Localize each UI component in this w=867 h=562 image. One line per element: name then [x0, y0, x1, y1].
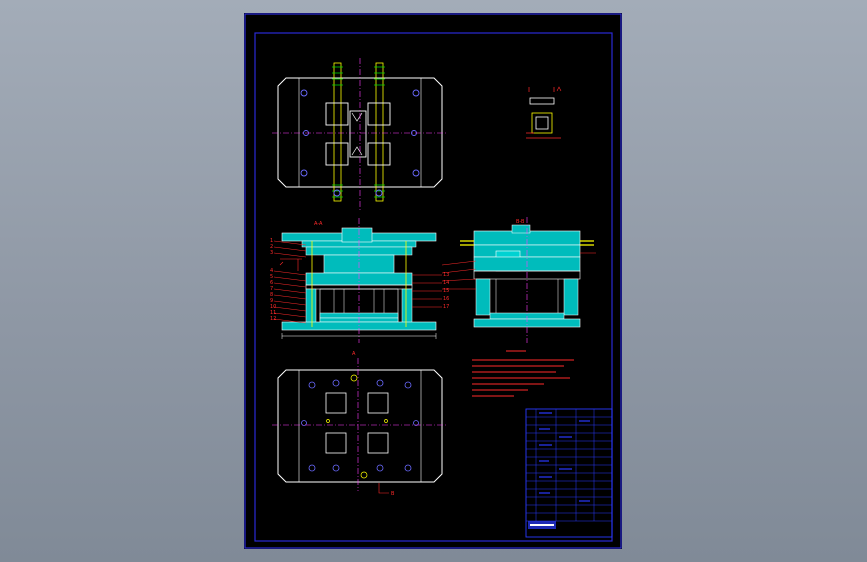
section-a-label: A-A	[314, 221, 323, 227]
part-number-mark: 2	[270, 244, 273, 250]
part-number-mark: 4	[270, 268, 273, 274]
part-number-mark: 10	[270, 304, 276, 310]
part-number-mark: 8	[270, 292, 273, 298]
part-number-mark: 3	[270, 250, 273, 256]
part-number-mark: 16	[443, 296, 449, 302]
section-a-a: A-A	[273, 218, 442, 343]
bottom-view: A B	[272, 351, 448, 497]
section-b-label: B-B	[516, 219, 525, 225]
part-number-mark: 14	[443, 280, 449, 286]
drawing-sheet: A-A B-B	[244, 13, 622, 549]
top-view	[272, 58, 448, 211]
inner-border	[254, 32, 613, 542]
part-number-mark: 17	[443, 304, 449, 310]
part-number-mark: 1	[270, 238, 273, 244]
part-number-mark: 5	[270, 274, 273, 280]
section-b-b: B-B	[441, 217, 596, 343]
cad-drawing: A-A B-B	[244, 13, 622, 549]
view-a-mark: A	[352, 351, 356, 357]
part-number-mark: 11	[270, 310, 276, 316]
outer-border	[244, 13, 622, 549]
detail-view	[526, 86, 562, 139]
title-block	[525, 408, 613, 538]
part-number-mark: 12	[270, 316, 276, 322]
part-number-mark: 15	[443, 288, 449, 294]
part-number-mark: 7	[270, 286, 273, 292]
technical-notes	[472, 350, 574, 397]
part-number-mark: 9	[270, 298, 273, 304]
part-number-mark: 6	[270, 280, 273, 286]
part-number-mark: 13	[443, 272, 449, 278]
view-b-mark: B	[391, 491, 395, 497]
